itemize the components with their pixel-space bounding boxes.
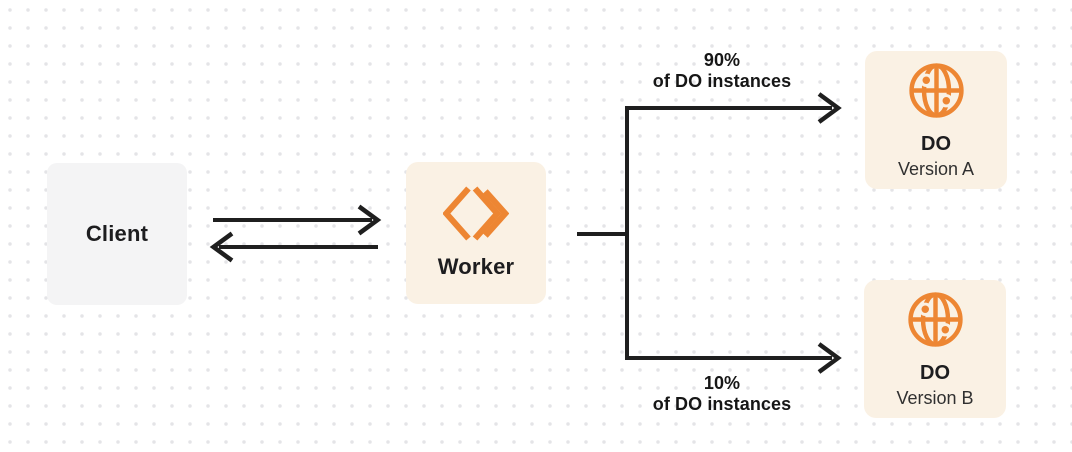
worker-label: Worker (437, 254, 515, 279)
bottom-branch-caption: of DO instances (652, 394, 792, 414)
do-version-a-node: DO Version A (865, 51, 1007, 189)
arrowhead-to-do-b (817, 342, 842, 374)
top-branch-label: 90% of DO instances (602, 50, 842, 92)
do-version-b-node: DO Version B (864, 280, 1006, 418)
client-node: Client (47, 163, 187, 305)
globe-icon (908, 63, 964, 118)
top-branch-caption: of DO instances (652, 71, 792, 91)
branch-lines (625, 106, 832, 360)
do-a-subtitle: Version A (897, 159, 975, 179)
bottom-branch-label: 10% of DO instances (602, 373, 842, 415)
arrowhead-worker-to-client (209, 231, 234, 263)
do-b-title: DO (920, 362, 950, 384)
arrowhead-client-to-worker (357, 204, 382, 236)
worker-node: Worker (406, 162, 546, 304)
globe-icon (907, 292, 963, 347)
do-b-subtitle: Version B (896, 388, 974, 408)
workers-chevrons-icon (443, 186, 509, 241)
bottom-branch-percent: 10% (703, 373, 741, 393)
top-branch-percent: 90% (703, 50, 741, 70)
arrowhead-to-do-a (817, 92, 842, 124)
client-label: Client (85, 221, 149, 246)
do-a-title: DO (921, 133, 951, 155)
